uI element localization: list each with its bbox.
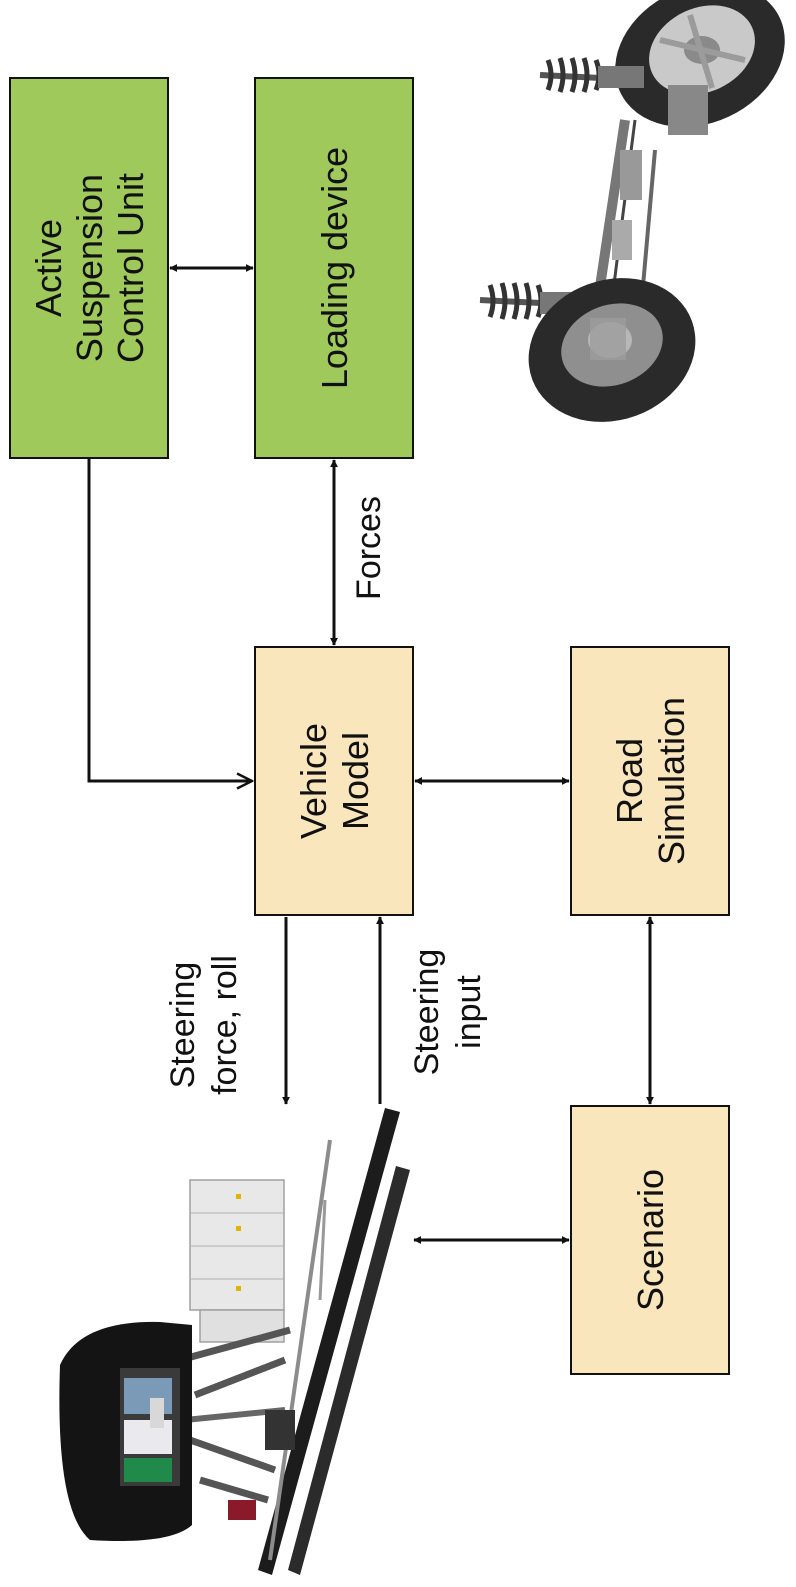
loading-device-box: Loading device — [254, 77, 414, 459]
road-line2: Simulation — [651, 697, 692, 865]
steering-input-label-group: Steering input — [408, 949, 488, 1076]
simulator-image — [59, 1108, 410, 1575]
lower-wheel — [528, 278, 696, 422]
steering-force-label-group: Steering force, roll — [164, 955, 244, 1095]
steering-input-line2: input — [450, 975, 488, 1049]
asc-line2: Suspension — [69, 174, 110, 362]
suspension-image — [479, 0, 785, 422]
scenario-box: Scenario — [570, 1105, 730, 1375]
road-simulation-box: Road Simulation — [570, 646, 730, 916]
vehicle-line1: Vehicle — [293, 723, 334, 839]
active-suspension-control-unit-box: Active Suspension Control Unit — [9, 77, 169, 459]
upper-strut — [539, 57, 708, 135]
loading-device-label: Loading device — [314, 147, 355, 389]
upper-wheel — [615, 0, 785, 127]
forces-label-group: Forces — [350, 496, 388, 600]
road-line1: Road — [609, 738, 650, 824]
cockpit-dome — [59, 1321, 192, 1541]
asc-line3: Control Unit — [110, 173, 151, 363]
simulator-rail — [258, 1108, 400, 1575]
steering-force-line2: force, roll — [206, 955, 244, 1095]
vehicle-model-box: Vehicle Model — [254, 646, 414, 916]
asc-line1: Active — [28, 219, 69, 317]
arrow-asc-to-vehicle — [87, 458, 252, 781]
forces-label: Forces — [350, 496, 388, 600]
steering-force-line1: Steering — [164, 962, 202, 1089]
steering-input-line1: Steering — [408, 949, 446, 1076]
simulator-cabinets — [189, 1179, 285, 1343]
vehicle-line2: Model — [335, 732, 376, 830]
scenario-label: Scenario — [630, 1169, 671, 1311]
hexapod-legs — [179, 1326, 295, 1520]
